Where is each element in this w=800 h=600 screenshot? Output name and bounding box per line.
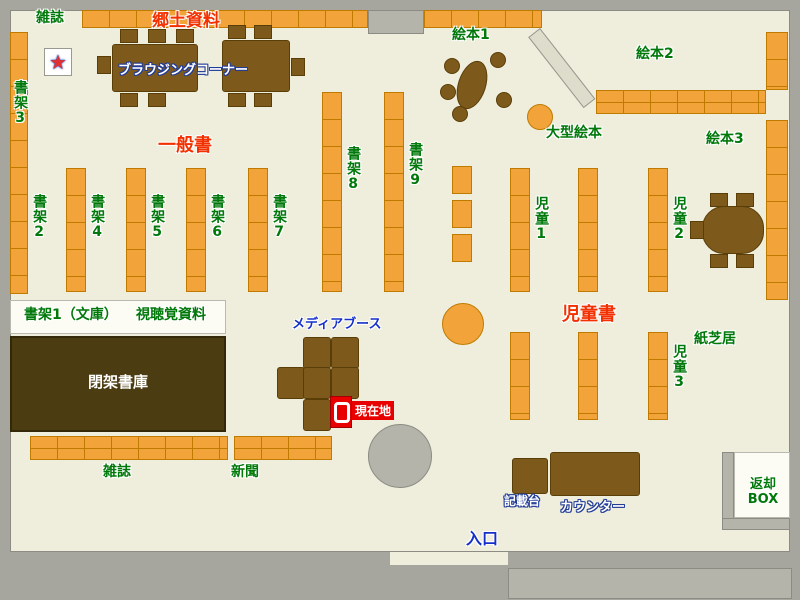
shelf-picture-books-3 — [766, 120, 788, 300]
shelf-children-mid-upper — [578, 168, 598, 292]
label-general-books: 一般書 — [158, 135, 212, 156]
label-browsing-corner: ブラウジングコーナー — [118, 63, 249, 78]
shelf-picture-books-2 — [596, 90, 766, 114]
stool — [452, 106, 468, 122]
chair — [710, 254, 728, 268]
label-picture-books-3: 絵本3 — [706, 131, 744, 147]
label-return-box: 返却 BOX — [747, 477, 779, 507]
label-children-3: 児童3 — [671, 344, 688, 391]
label-picture-books-2: 絵本2 — [636, 46, 674, 62]
chair — [148, 29, 166, 43]
chair — [148, 93, 166, 107]
stool — [444, 58, 460, 74]
label-shelf-4: 書架4 — [89, 194, 106, 241]
shelf-shoka8 — [322, 92, 342, 292]
shelf-magazines — [30, 436, 228, 460]
shelf-jido1 — [510, 168, 530, 292]
shelf-children-low-1 — [510, 332, 530, 420]
shelf-picture-books-1 — [424, 10, 542, 28]
stool — [490, 52, 506, 68]
label-local-materials: 郷土資料 — [152, 11, 220, 31]
label-large-picture-books: 大型絵本 — [546, 125, 602, 141]
label-shelf-3: 書架3 — [12, 80, 29, 127]
round-display-table — [442, 303, 484, 345]
shelf-shoka9 — [384, 92, 404, 292]
media-booth-desk — [277, 367, 305, 399]
label-children-books: 児童書 — [562, 304, 616, 325]
children-table — [702, 206, 764, 254]
label-newspapers: 新聞 — [231, 464, 259, 480]
label-shelf-1-bunko: 書架1（文庫） — [24, 307, 118, 323]
shelf-shoka6 — [186, 168, 206, 292]
shelf-jido2 — [648, 168, 668, 292]
label-audio-visual: 視聴覚資料 — [136, 307, 206, 323]
chair — [254, 93, 272, 107]
shelf-children-low-2 — [578, 332, 598, 420]
label-closed-stacks: 閉架書庫 — [87, 373, 148, 391]
av-counter — [10, 300, 226, 334]
entrance-opening — [390, 552, 508, 565]
label-kamishibai: 紙芝居 — [694, 331, 736, 347]
label-shelf-9: 書架9 — [407, 142, 424, 189]
chair — [228, 93, 246, 107]
return-box-niche — [734, 452, 790, 518]
label-children-2: 児童2 — [671, 196, 688, 243]
large-picture-books-stand — [527, 104, 553, 130]
media-booth-desk — [331, 367, 359, 399]
label-entrance: 入口 — [466, 529, 499, 548]
browsing-table-1 — [112, 44, 198, 92]
chair — [254, 25, 272, 39]
wall-pillar-top — [368, 10, 424, 34]
chair — [228, 25, 246, 39]
label-magazines-bottom: 雑誌 — [103, 464, 131, 480]
label-shelf-5: 書架5 — [149, 194, 166, 241]
shelf-jido3 — [648, 332, 668, 420]
label-current-location: 現在地 — [352, 401, 395, 420]
label-shelf-8: 書架8 — [345, 146, 362, 193]
chair — [291, 58, 305, 76]
stool — [496, 92, 512, 108]
chair — [736, 193, 754, 207]
media-booth-desk — [303, 399, 331, 431]
shelf-left-wall — [10, 32, 28, 294]
chair — [736, 254, 754, 268]
media-booth-desk — [331, 337, 359, 369]
label-counter: カウンター — [560, 500, 626, 515]
round-pillar — [368, 424, 432, 488]
label-children-1: 児童1 — [533, 196, 550, 243]
media-booth-desk — [303, 337, 331, 369]
chair — [120, 93, 138, 107]
shelf-shoka7 — [248, 168, 268, 292]
shelf-right-wall-upper — [766, 32, 788, 90]
shelf-shoka5 — [126, 168, 146, 292]
writing-desk — [512, 458, 548, 494]
closed-stacks-room — [10, 336, 226, 432]
label-picture-books-1: 絵本1 — [452, 27, 490, 43]
label-writing-desk: 記載台 — [504, 494, 541, 508]
label-shelf-6: 書架6 — [209, 194, 226, 241]
chair — [97, 56, 111, 74]
label-magazines-top: 雑誌 — [36, 10, 64, 26]
shelf-shoka4 — [66, 168, 86, 292]
chair — [120, 29, 138, 43]
chair — [690, 221, 704, 239]
chair — [176, 29, 194, 43]
outside-block — [508, 568, 792, 599]
label-shelf-7: 書架7 — [271, 194, 288, 241]
shelf-newspapers — [234, 436, 332, 460]
shelf-center-block-2 — [452, 200, 472, 228]
current-location-marker — [330, 396, 352, 428]
label-media-booth: メディアブース — [292, 317, 382, 332]
chair — [710, 193, 728, 207]
media-booth-desk — [303, 367, 331, 399]
stool — [440, 84, 456, 100]
star-badge-icon: ★ — [44, 48, 72, 76]
shelf-center-block-3 — [452, 234, 472, 262]
return-box-wall — [722, 518, 790, 530]
browsing-table-2 — [222, 40, 290, 92]
counter-desk — [550, 452, 640, 496]
label-shelf-2: 書架2 — [31, 194, 48, 241]
shelf-local-materials — [82, 10, 368, 28]
shelf-center-block-1 — [452, 166, 472, 194]
